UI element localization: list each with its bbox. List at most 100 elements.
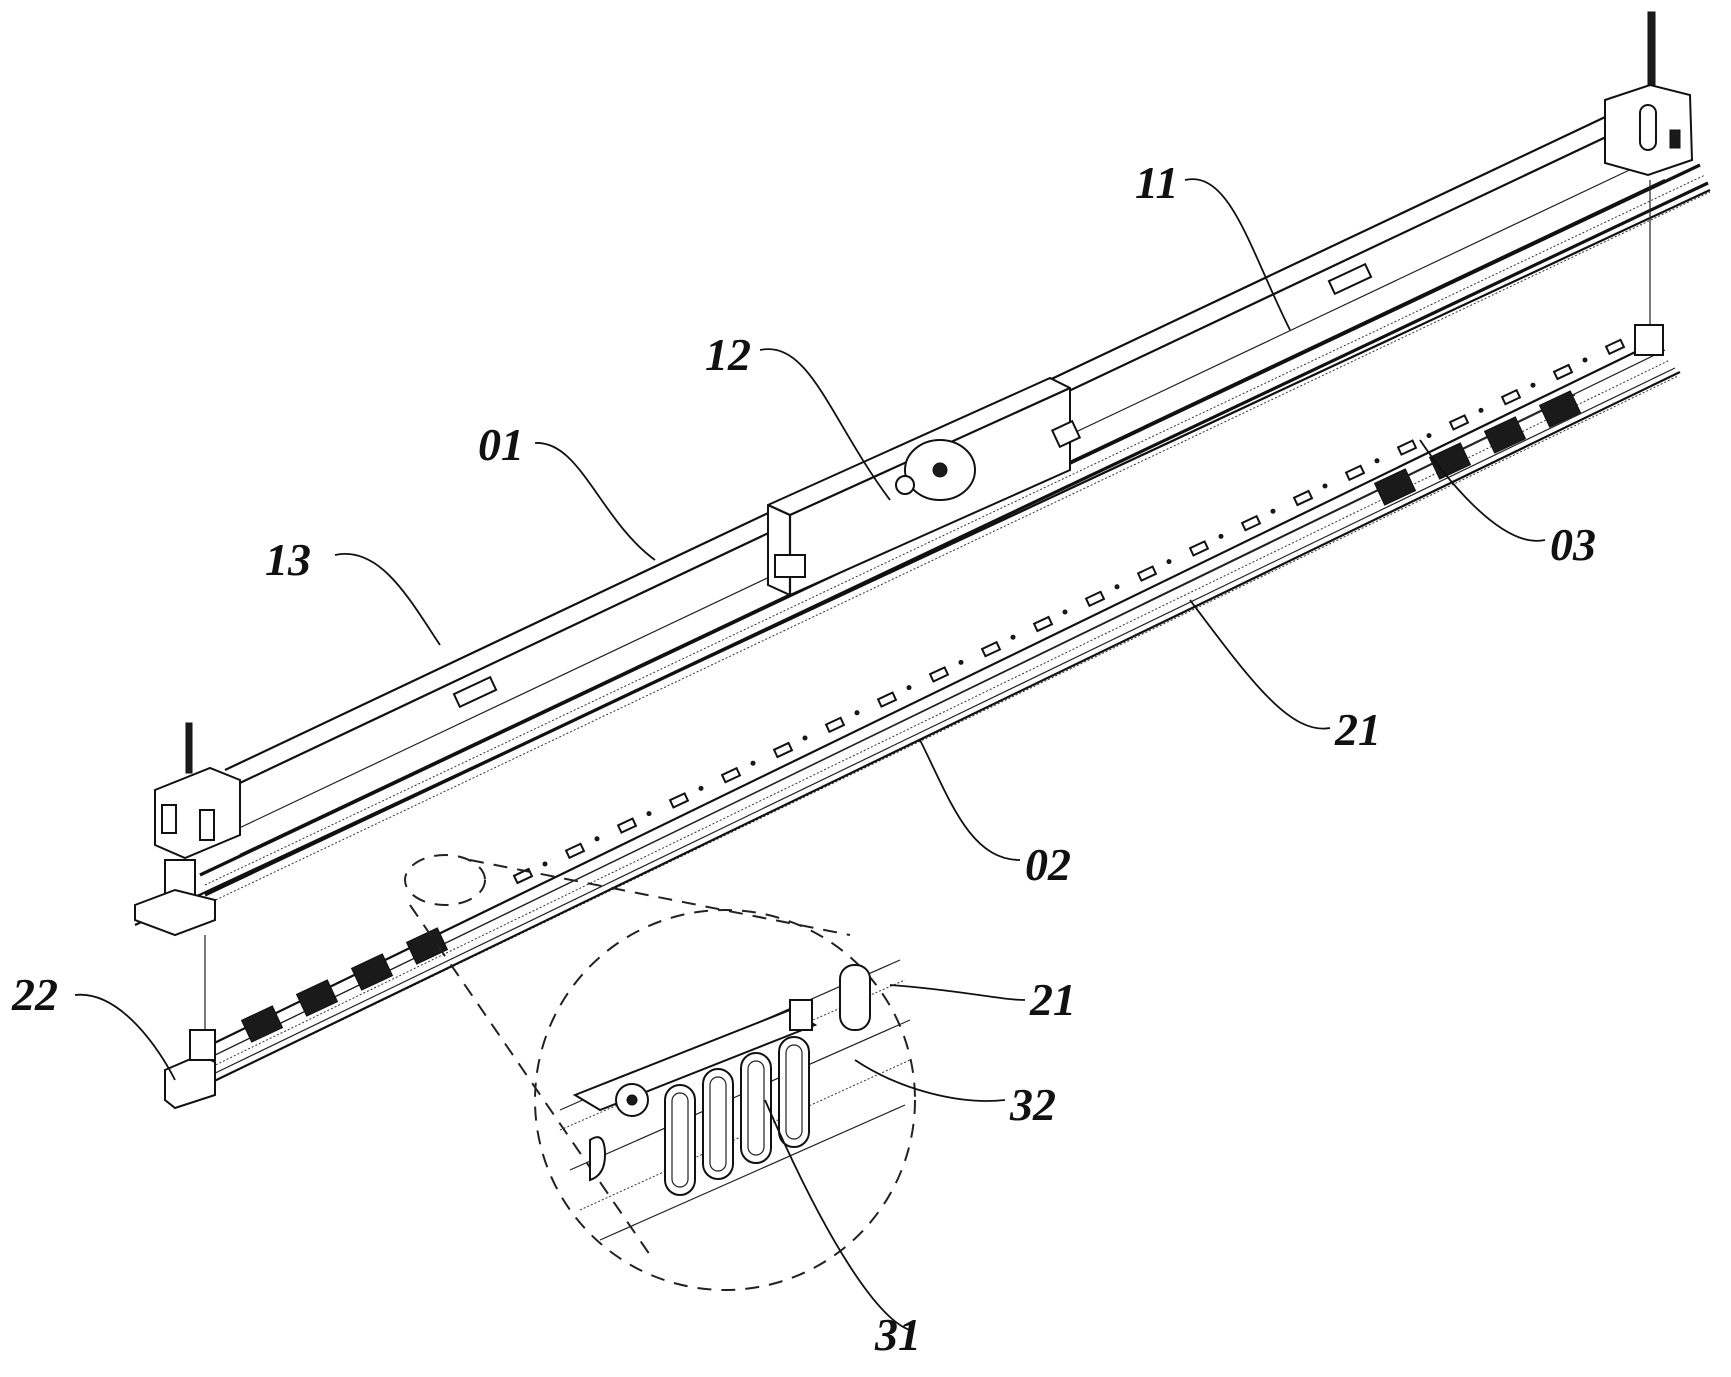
guide-rail-hatch-1 xyxy=(204,174,1706,886)
label-13: 13 xyxy=(265,534,311,585)
lower-rail-hatch-1 xyxy=(204,359,1671,1071)
coil-loop-inner xyxy=(709,1076,727,1172)
rail-hole xyxy=(1270,508,1276,514)
rail-slot xyxy=(1292,489,1314,507)
coil-loop-inner xyxy=(785,1044,803,1140)
detail-rail-line-3 xyxy=(599,1104,906,1241)
rail-slot xyxy=(980,640,1002,658)
rail-slot xyxy=(1604,338,1626,356)
rail-slot xyxy=(928,666,950,683)
detail-circle xyxy=(534,909,916,1291)
right-end-stop xyxy=(1634,324,1664,356)
coil-loop xyxy=(740,1052,772,1164)
coil-loop xyxy=(664,1084,696,1196)
shaft-collar-right xyxy=(789,999,813,1031)
label-03: 03 xyxy=(1550,519,1596,570)
rail-hole xyxy=(802,735,808,741)
lower-assembly xyxy=(164,324,1681,1110)
rail-slot xyxy=(1032,615,1054,633)
detail-source-ellipse xyxy=(404,854,486,906)
rail-hole xyxy=(854,710,860,716)
shaft-collar-hub xyxy=(626,1094,638,1106)
carriage-end-tab xyxy=(1050,419,1082,449)
trolley-unit xyxy=(295,979,339,1017)
right-bracket-u-slot xyxy=(1639,104,1657,151)
detail-projection-line-top xyxy=(469,859,851,936)
rail-hole xyxy=(594,836,600,842)
rail-slot xyxy=(1240,514,1262,532)
label-22: 22 xyxy=(11,969,58,1020)
coil-loop xyxy=(702,1068,734,1180)
left-bracket-slot-2 xyxy=(199,809,215,841)
label-31: 31 xyxy=(874,1309,921,1360)
coil-loop-inner xyxy=(747,1060,765,1156)
leader-21-detail xyxy=(889,984,1026,1001)
pulley-hub xyxy=(932,462,948,478)
reference-labels: 11 12 01 13 03 21 02 22 21 32 31 xyxy=(11,157,1596,1360)
rail-hole xyxy=(542,861,548,867)
end-bracket xyxy=(164,1053,216,1110)
rail-hole xyxy=(750,760,756,766)
trolley-unit xyxy=(405,927,449,965)
lower-rail-top-edge xyxy=(199,339,1661,1051)
carriage-foot xyxy=(774,554,806,578)
label-32: 32 xyxy=(1009,1079,1056,1130)
detail-rail-slot xyxy=(839,964,871,1031)
leader-11 xyxy=(1184,178,1291,331)
guide-rail-hatch-2 xyxy=(204,191,1711,906)
rail-slot xyxy=(1396,439,1418,456)
end-bracket-post xyxy=(189,1029,216,1061)
rail-hole xyxy=(1374,458,1380,464)
label-11: 11 xyxy=(1135,157,1178,208)
rail-slot xyxy=(668,792,690,809)
left-base-plate xyxy=(134,888,216,937)
coil-element xyxy=(664,1036,810,1196)
rail-slot xyxy=(1188,540,1210,557)
rail-hole xyxy=(1166,559,1172,565)
upper-assembly xyxy=(134,11,1711,1040)
leader-22 xyxy=(74,994,176,1081)
trolley-unit xyxy=(240,1005,284,1043)
rail-slots xyxy=(512,332,1640,885)
trolley-unit xyxy=(1428,442,1472,480)
rail-slot xyxy=(720,766,742,784)
rail-hole xyxy=(1322,483,1328,489)
rail-hole xyxy=(1114,584,1120,590)
drive-carriage xyxy=(767,376,1082,597)
right-hanger-bracket xyxy=(1604,11,1694,325)
coil-loop xyxy=(778,1036,810,1148)
rail-hole xyxy=(1530,382,1536,388)
leader-31 xyxy=(764,1099,911,1331)
leader-01 xyxy=(534,442,656,561)
leader-21-upper xyxy=(1189,599,1331,730)
leader-lines xyxy=(74,178,1546,1331)
rail-slot xyxy=(824,716,846,734)
beam-window-left xyxy=(452,675,498,709)
rail-slot xyxy=(772,741,794,759)
rail-hole xyxy=(1010,634,1016,640)
rail-slot xyxy=(1136,565,1158,582)
detail-view xyxy=(404,854,916,1291)
rail-slot xyxy=(1344,464,1366,482)
rail-hole xyxy=(1478,407,1484,413)
trolley-units-right xyxy=(1373,390,1582,506)
trolley-unit xyxy=(350,953,394,991)
rail-hole xyxy=(1218,533,1224,539)
left-bracket-box xyxy=(154,766,241,860)
right-bracket-bolt xyxy=(1669,129,1681,149)
rail-hole xyxy=(958,659,964,665)
leader-32 xyxy=(854,1059,1006,1102)
leader-12 xyxy=(759,348,891,501)
left-bracket-slot-1 xyxy=(161,804,177,834)
left-threaded-rod xyxy=(185,722,193,774)
rail-hole xyxy=(1426,433,1432,439)
rail-slot xyxy=(564,842,586,860)
leader-02 xyxy=(919,739,1021,861)
label-21-upper: 21 xyxy=(1334,704,1381,755)
rail-hole xyxy=(1582,357,1588,363)
trolley-unit xyxy=(1538,390,1582,428)
left-hanger-bracket xyxy=(134,722,241,1040)
carriage-gear xyxy=(895,475,915,495)
trolley-unit xyxy=(1483,416,1527,454)
